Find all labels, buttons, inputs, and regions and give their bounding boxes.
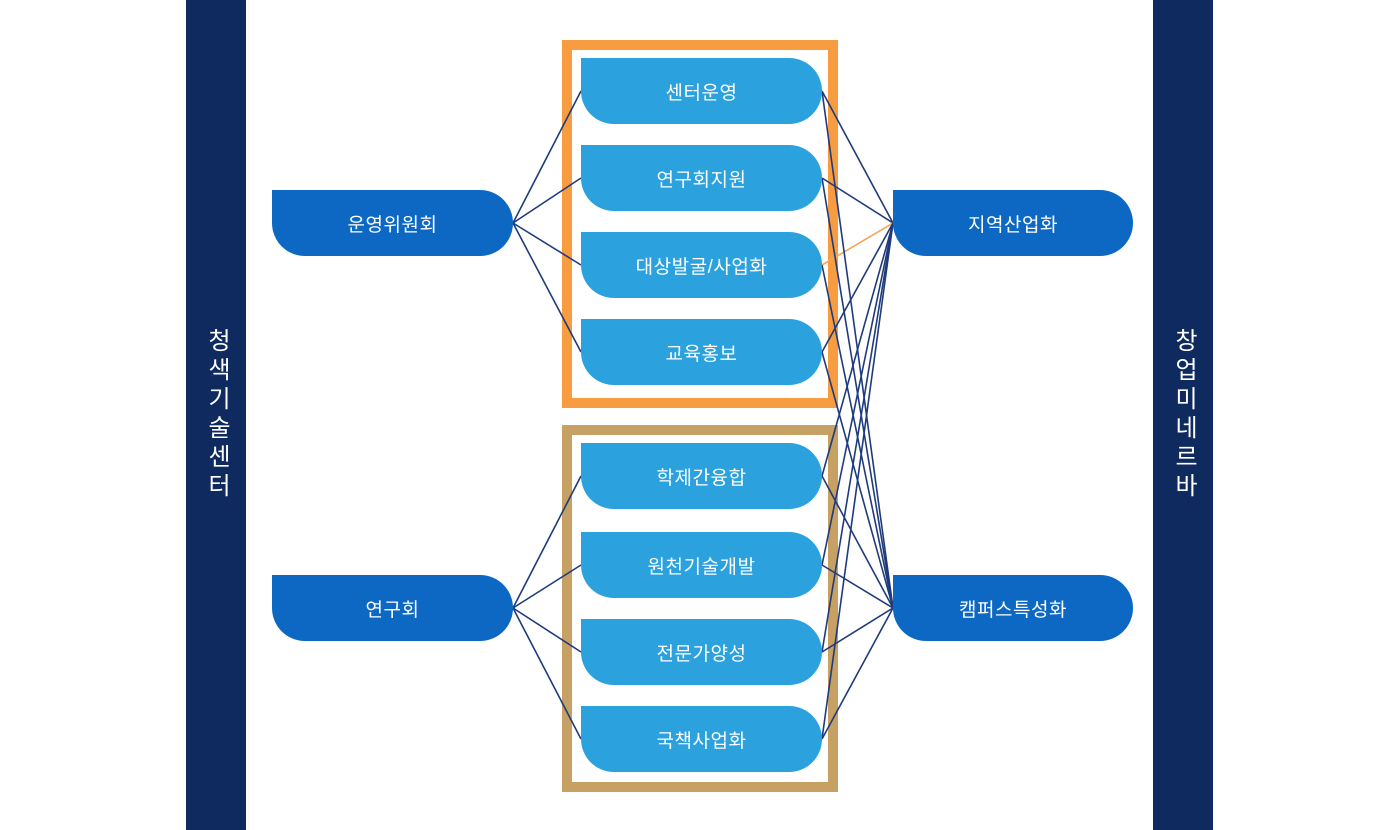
edge-interdisciplinary-convergence--campus-specialization [821,475,894,609]
edge-research-society--interdisciplinary-convergence [512,475,582,609]
node-target-discovery-commercialization: 대상발굴/사업화 [581,232,822,298]
edge-national-project-commercialization--campus-specialization [821,607,894,740]
edge-education-promotion--campus-specialization [821,351,894,609]
edge-research-society--core-technology-development [512,564,582,609]
edge-target-discovery-commercialization--regional-industrialization [821,222,894,266]
node-education-promotion: 교육홍보 [581,319,822,385]
edge-operating-committee--target-discovery-commercialization [512,222,582,266]
node-research-society-support: 연구회지원 [581,145,822,211]
group-operations-frame [562,40,838,408]
node-research-society: 연구회 [272,575,513,641]
node-center-operation: 센터운영 [581,58,822,124]
edge-center-operation--regional-industrialization [821,90,894,224]
edge-core-technology-development--campus-specialization [821,564,894,609]
node-expert-training: 전문가양성 [581,619,822,685]
edge-operating-committee--center-operation [512,90,582,224]
edge-research-society--national-project-commercialization [512,607,582,740]
edge-target-discovery-commercialization--campus-specialization [821,264,894,609]
node-operating-committee: 운영위원회 [272,190,513,256]
node-interdisciplinary-convergence: 학제간융합 [581,443,822,509]
edge-research-society-support--campus-specialization [821,177,894,609]
node-national-project-commercialization: 국책사업화 [581,706,822,772]
edge-research-society-support--regional-industrialization [821,177,894,224]
right-banner-title: 창업미네르바 [1170,328,1197,502]
left-banner-title: 청색기술센터 [203,328,230,502]
node-regional-industrialization: 지역산업화 [893,190,1133,256]
edge-center-operation--campus-specialization [821,90,894,609]
edge-research-society--expert-training [512,607,582,653]
edge-expert-training--campus-specialization [821,607,894,653]
right-sidebar-banner: 창업미네르바 [1153,0,1213,830]
group-research-frame [562,425,838,792]
edge-education-promotion--regional-industrialization [821,222,894,353]
edge-operating-committee--education-promotion [512,222,582,353]
left-sidebar-banner: 청색기술센터 [186,0,246,830]
edge-operating-committee--research-society-support [512,177,582,224]
node-campus-specialization: 캠퍼스특성화 [893,575,1133,641]
node-core-technology-development: 원천기술개발 [581,532,822,598]
